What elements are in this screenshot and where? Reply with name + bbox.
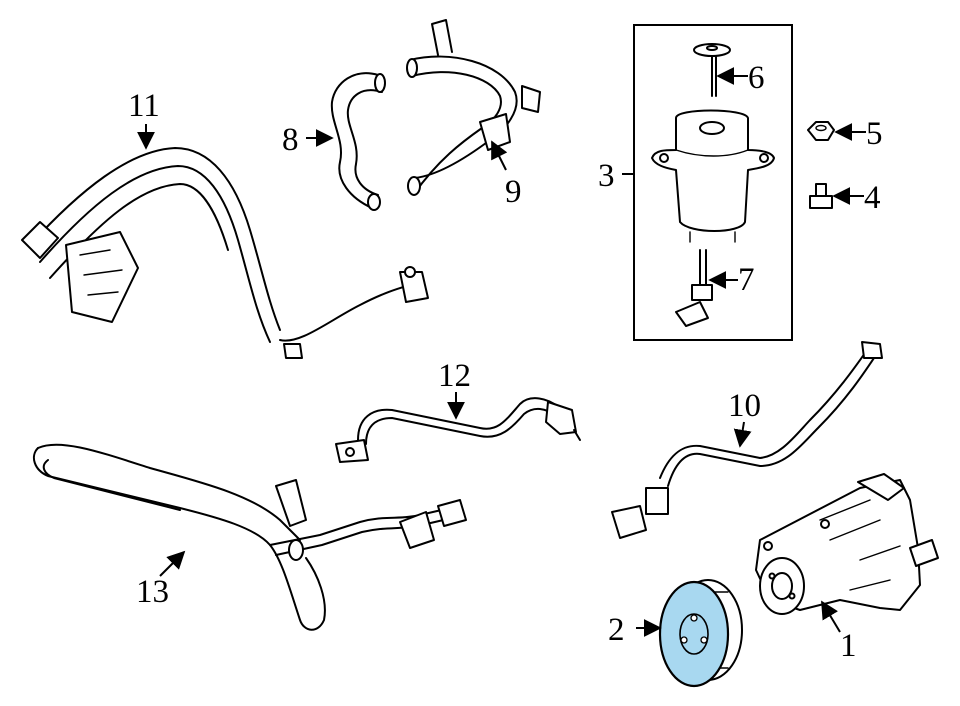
part-11-hose-assembly[interactable] bbox=[21, 147, 429, 359]
callout-1: 1 bbox=[840, 628, 857, 664]
part-5-nut[interactable] bbox=[807, 121, 835, 141]
callout-8: 8 bbox=[282, 122, 299, 158]
callout-labels: 11 8 9 6 3 7 5 4 12 10 13 2 1 bbox=[128, 60, 883, 664]
leader-lines bbox=[137, 67, 866, 637]
part-10-return-line[interactable] bbox=[611, 341, 883, 539]
part-6-reservoir-cap[interactable] bbox=[693, 43, 731, 97]
callout-12: 12 bbox=[438, 358, 471, 394]
part-3-reservoir-kit-box bbox=[633, 24, 793, 341]
part-9-y-hose[interactable] bbox=[406, 19, 541, 196]
callout-9: 9 bbox=[505, 174, 522, 210]
part-13-cooler-line[interactable] bbox=[32, 443, 467, 631]
pulley-hub bbox=[679, 613, 709, 655]
callout-2: 2 bbox=[608, 612, 625, 648]
callout-10: 10 bbox=[728, 388, 761, 424]
part-4-bolt[interactable] bbox=[809, 183, 833, 209]
part-7-return-pipe[interactable] bbox=[675, 249, 713, 327]
pulley-bolt-hole bbox=[680, 636, 688, 644]
callout-5: 5 bbox=[866, 116, 883, 152]
part-3-reservoir[interactable] bbox=[651, 109, 775, 243]
callout-3: 3 bbox=[598, 158, 615, 194]
callout-4: 4 bbox=[864, 180, 881, 216]
callout-7: 7 bbox=[738, 262, 755, 298]
pulley-bolt-hole bbox=[700, 636, 708, 644]
callout-13: 13 bbox=[136, 574, 169, 610]
pulley-bolt-hole bbox=[690, 614, 698, 622]
part-2-pulley[interactable] bbox=[658, 579, 743, 688]
part-12-pressure-line[interactable] bbox=[335, 397, 581, 463]
callout-6: 6 bbox=[748, 60, 765, 96]
part-8-curved-hose[interactable] bbox=[330, 72, 386, 211]
pulley-face bbox=[658, 580, 730, 688]
part-1-power-steering-pump[interactable] bbox=[755, 473, 939, 615]
callout-11: 11 bbox=[128, 88, 160, 124]
